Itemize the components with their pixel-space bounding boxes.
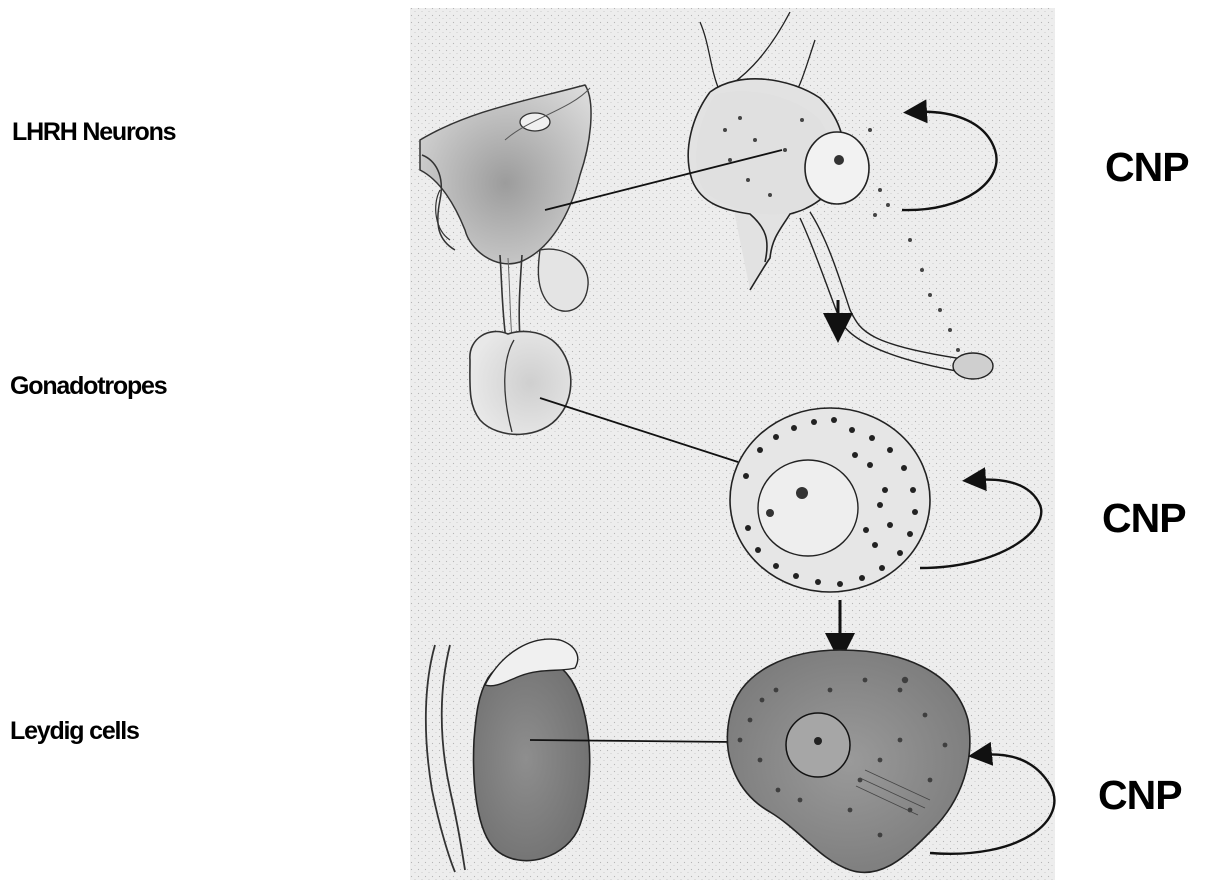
gonadotropes-label: Gonadotropes [10,372,166,401]
cnp-label-neurons: CNP [1105,144,1189,191]
endocrine-axis-illustration [410,0,1060,880]
lhrh-neurons-label: LHRH Neurons [12,118,175,147]
cnp-label-leydig: CNP [1098,772,1182,819]
leydig-cells-label: Leydig cells [10,717,139,746]
cnp-label-gonadotropes: CNP [1102,495,1186,542]
